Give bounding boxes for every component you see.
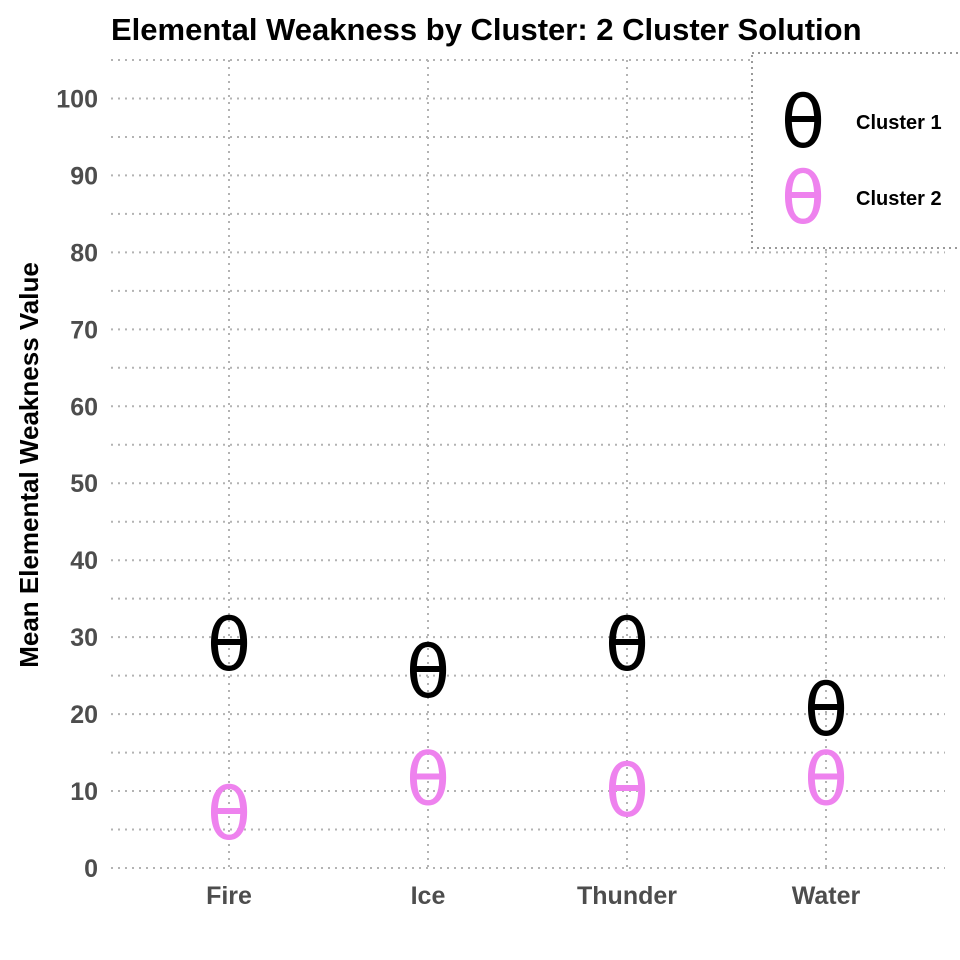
x-tick-labels: Fire Ice Thunder Water: [206, 882, 860, 910]
chart-title: Elemental Weakness by Cluster: 2 Cluster…: [111, 12, 862, 47]
y-tick-label: 40: [70, 547, 98, 575]
data-point-2: θ: [406, 738, 450, 822]
y-tick-labels: 0 10 20 30 40 50 60 70 80 90 100: [56, 85, 98, 883]
legend-marker-1: θ: [781, 80, 825, 164]
legend-box: [751, 52, 960, 249]
data-point-1: θ: [804, 668, 848, 752]
data-point-1: θ: [605, 603, 649, 687]
y-tick-label: 20: [70, 701, 98, 729]
data-point-2: θ: [207, 772, 251, 856]
x-tick-label: Fire: [206, 882, 252, 910]
legend-label-1: Cluster 1: [856, 112, 942, 134]
y-tick-label: 80: [70, 239, 98, 267]
legend-marker-2: θ: [781, 156, 825, 240]
y-tick-label: 70: [70, 316, 98, 344]
x-tick-label: Water: [792, 882, 861, 910]
x-tick-label: Ice: [411, 882, 446, 910]
y-tick-label: 100: [56, 85, 98, 113]
y-tick-label: 50: [70, 470, 98, 498]
y-tick-label: 0: [84, 855, 98, 883]
y-axis-label: Mean Elemental Weakness Value: [14, 262, 44, 668]
data-point-2: θ: [605, 749, 649, 833]
legend-label-2: Cluster 2: [856, 188, 942, 210]
y-tick-label: 60: [70, 393, 98, 421]
x-tick-label: Thunder: [577, 882, 677, 910]
y-tick-label: 30: [70, 624, 98, 652]
y-tick-label: 10: [70, 778, 98, 806]
data-point-1: θ: [406, 630, 450, 714]
y-tick-label: 90: [70, 162, 98, 190]
data-point-1: θ: [207, 603, 251, 687]
data-point-2: θ: [804, 738, 848, 822]
